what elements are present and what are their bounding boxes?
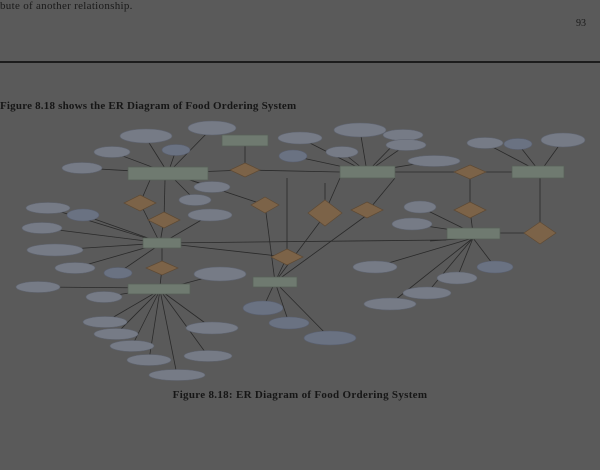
- attribute: [404, 201, 436, 213]
- entity-bottom-mid: [253, 277, 297, 287]
- attribute: [392, 218, 432, 230]
- relationship-2: [124, 195, 156, 211]
- relationship-5: [308, 200, 342, 226]
- attribute: [278, 132, 322, 144]
- relationship-4: [251, 197, 279, 213]
- attribute: [353, 261, 397, 273]
- entity-top-right: [512, 166, 564, 178]
- figure-caption: Figure 8.18: ER Diagram of Food Ordering…: [0, 389, 600, 401]
- relationship-7: [454, 165, 486, 179]
- attribute: [127, 355, 171, 366]
- attribute: [186, 322, 238, 334]
- attribute: [179, 195, 211, 206]
- attribute: [541, 133, 585, 147]
- attribute: [408, 156, 460, 167]
- entity-mid-left: [143, 238, 181, 248]
- entity-bottom-left: [128, 284, 190, 294]
- attribute: [269, 317, 309, 329]
- entity-mid-right: [447, 228, 500, 239]
- attribute: [188, 209, 232, 221]
- attribute: [83, 317, 127, 328]
- attribute: [55, 263, 95, 274]
- attribute: [86, 292, 122, 303]
- attribute: [243, 301, 283, 315]
- relationship-3: [148, 212, 180, 228]
- relationship-6: [351, 202, 383, 218]
- entity-top-left: [128, 167, 208, 180]
- relationship-1: [230, 163, 260, 177]
- attribute: [27, 244, 83, 256]
- attribute: [16, 282, 60, 293]
- attribute: [184, 351, 232, 362]
- attribute: [94, 329, 138, 340]
- attribute: [110, 341, 154, 352]
- attribute: [334, 123, 386, 137]
- relationship-9: [524, 222, 556, 244]
- relationship-8: [454, 202, 486, 218]
- attribute: [326, 147, 358, 158]
- attribute: [386, 140, 426, 151]
- attribute: [22, 223, 62, 234]
- attribute: [188, 121, 236, 135]
- attribute: [364, 298, 416, 310]
- relationship-11: [146, 261, 178, 275]
- attribute: [403, 287, 451, 299]
- attribute: [94, 147, 130, 158]
- attribute: [67, 209, 99, 221]
- attribute: [504, 139, 532, 150]
- attribute: [149, 370, 205, 381]
- attribute: [104, 268, 132, 279]
- attribute: [467, 138, 503, 149]
- attribute: [194, 267, 246, 281]
- attribute: [304, 331, 356, 345]
- entity-top-middle: [340, 166, 395, 178]
- attribute: [26, 203, 70, 214]
- attribute: [62, 163, 102, 174]
- attribute: [194, 182, 230, 193]
- attribute: [162, 145, 190, 156]
- attribute: [120, 129, 172, 143]
- entity-top-mid: [222, 135, 268, 146]
- attribute: [383, 130, 423, 141]
- attribute: [477, 261, 513, 273]
- attribute: [437, 272, 477, 284]
- attribute: [279, 150, 307, 162]
- attributes: [16, 121, 585, 381]
